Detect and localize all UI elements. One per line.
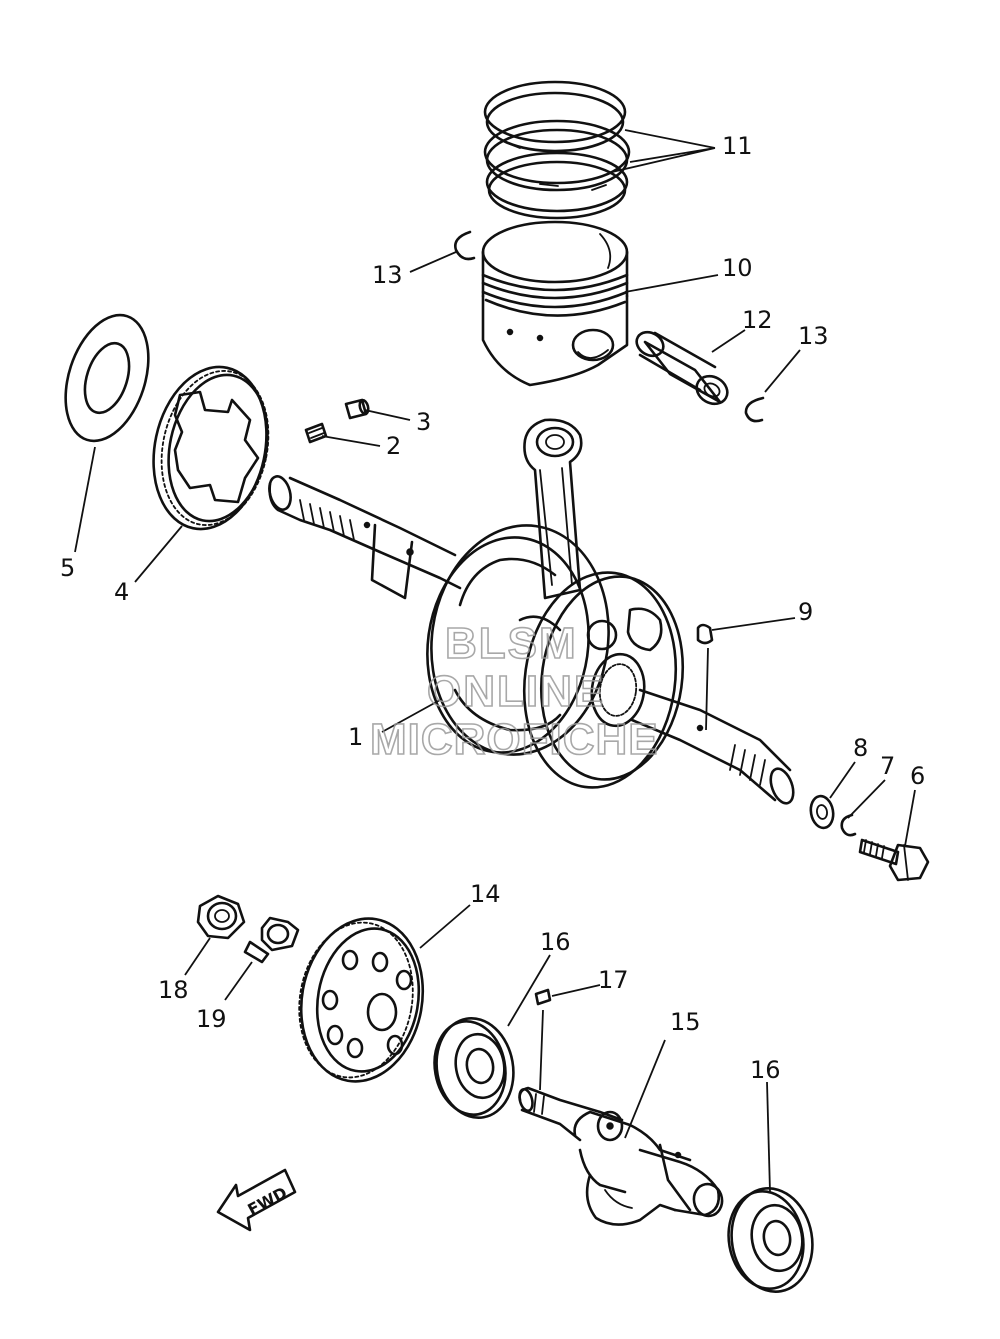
callout-19: 19 [196, 1005, 227, 1033]
leader-18 [184, 937, 211, 976]
leader-13b [764, 349, 801, 393]
part-bearing-upper [433, 1017, 515, 1119]
leader-19 [224, 961, 253, 1001]
callout-17: 17 [598, 966, 629, 994]
part-thrust-washer [64, 313, 150, 443]
leader-1 [381, 699, 441, 733]
watermark-line-1: BLSM [445, 619, 578, 668]
callout-12: 12 [742, 306, 773, 334]
part-spring-pin [304, 422, 328, 444]
watermark-line-3: MICROFICHE [370, 715, 659, 764]
part-dowel-pin [344, 398, 370, 420]
part-lock-washer [840, 813, 857, 837]
fwd-arrow-icon: FWD [216, 1168, 297, 1232]
leader-10 [624, 274, 719, 293]
callout-2: 2 [386, 432, 401, 460]
leader-4 [134, 525, 183, 583]
callout-7: 7 [880, 752, 895, 780]
leader-3 [364, 409, 411, 421]
callout-13b: 13 [798, 322, 829, 350]
leader-17 [539, 984, 601, 1091]
leader-5 [74, 446, 96, 553]
leader-16b [766, 1081, 771, 1193]
leader-12 [711, 329, 746, 353]
watermark-line-2: ONLINE [427, 667, 605, 716]
part-bearing-lower [727, 1187, 814, 1293]
callout-8: 8 [853, 734, 868, 762]
leader-2 [321, 435, 381, 447]
part-bolt [858, 838, 930, 882]
callout-10: 10 [722, 254, 753, 282]
leader-lines [74, 129, 916, 1193]
callout-11: 11 [722, 132, 753, 160]
callout-5: 5 [60, 554, 75, 582]
watermark: BLSM ONLINE MICROFICHE [369, 618, 659, 765]
leader-14 [419, 904, 471, 949]
leader-7 [847, 779, 886, 819]
part-piston-pin [635, 330, 729, 406]
leader-15 [624, 1039, 666, 1139]
part-key [534, 988, 552, 1006]
leader-16a [507, 954, 551, 1027]
callout-9: 9 [798, 598, 813, 626]
part-clip-right [744, 396, 765, 423]
callout-3: 3 [416, 408, 431, 436]
leader-9 [705, 617, 796, 731]
callout-15: 15 [670, 1008, 701, 1036]
leader-6 [904, 789, 916, 847]
part-clip-left [454, 230, 476, 261]
callout-13a: 13 [372, 261, 403, 289]
part-woodruff-key [696, 623, 714, 645]
callout-6: 6 [910, 762, 925, 790]
part-lock-washer-tab [243, 916, 300, 964]
part-crankshaft [268, 418, 795, 805]
callout-18: 18 [158, 976, 189, 1004]
callout-16a: 16 [540, 928, 571, 956]
part-balancer-drive-gear [298, 917, 425, 1083]
part-timing-gear [152, 365, 270, 531]
leader-8 [829, 761, 856, 799]
callout-1: 1 [348, 723, 363, 751]
callout-numbers: 1 2 3 4 5 6 7 8 9 10 11 12 13 13 14 15 1… [60, 132, 925, 1084]
callout-4: 4 [114, 578, 129, 606]
part-plain-washer [809, 794, 835, 830]
callout-14: 14 [470, 880, 501, 908]
leader-11 [611, 129, 716, 173]
part-piston [481, 220, 629, 387]
part-piston-rings [483, 80, 631, 220]
callout-16b: 16 [750, 1056, 781, 1084]
leader-13a [409, 251, 457, 273]
part-nut [196, 894, 246, 940]
part-balancer-shaft [518, 1086, 724, 1226]
